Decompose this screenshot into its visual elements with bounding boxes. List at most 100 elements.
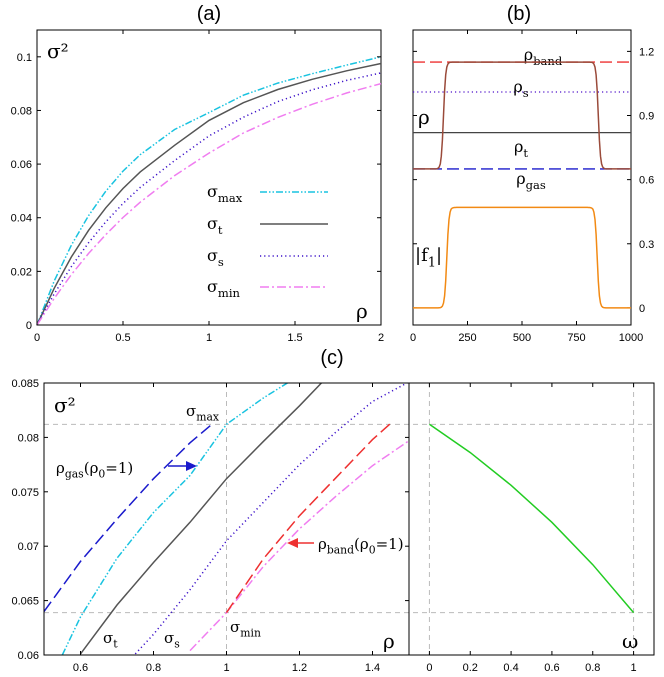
label-rho-gas-sub: gas	[526, 178, 546, 192]
panel-c-xlabel: ρ	[383, 629, 395, 653]
curve-label-s: σs	[164, 629, 180, 651]
panel-a-y-tick-label: 0.1	[17, 52, 32, 64]
panel-c-series-0	[61, 383, 289, 655]
curve-label-t: σt	[103, 629, 118, 651]
label-f1-sub: 1	[428, 255, 436, 270]
label-rho-s-main: ρ	[513, 77, 522, 96]
legend-label-t-main: σ	[207, 214, 218, 233]
panel-a-y-tick-label: 0	[26, 320, 32, 332]
panel-a-x-tick-label: 1.5	[287, 332, 302, 344]
annotation-rho-gas: ρgas(ρ0=1)	[56, 459, 133, 481]
panel-c-right-x-tick-label: 0.4	[503, 662, 518, 674]
legend-label-s-sub: s	[218, 255, 224, 269]
annotation-rho-band-rest: (ρ	[354, 535, 369, 553]
label-rho-gas: ρgas	[516, 169, 546, 192]
panel-c: 0.6 0.8 1 1.2 1.4 0.06 0.065 0.07 0.075 0.08 0.085…	[11, 378, 655, 674]
panel-b-y-tick-label: 0	[639, 303, 645, 315]
panel-a-title: (a)	[197, 3, 221, 25]
panel-a-y-tick-label: 0.08	[11, 105, 32, 117]
series-line-min	[36, 82, 382, 326]
curve-label-t-main: σ	[103, 629, 113, 647]
legend-label-max-main: σ	[207, 182, 218, 201]
label-rho: ρ	[418, 105, 430, 129]
label-rho-t-main: ρ	[514, 137, 523, 156]
series-line-t	[36, 62, 382, 326]
panel-c-y-tick-label: 0.08	[18, 432, 39, 444]
panel-c-omega-label: ω	[622, 629, 638, 653]
label-rho-band: ρband	[524, 45, 563, 68]
label-rho-band-sub: band	[533, 54, 563, 68]
legend-label-s: σs	[207, 246, 224, 269]
series-line-s	[36, 72, 382, 326]
panel-c-left-x-tick-label: 0.8	[146, 662, 161, 674]
panel-a-ylabel: σ²	[47, 39, 69, 63]
panel-a-xlabel: ρ	[356, 299, 368, 323]
annotation-rho-gas-rest: (ρ	[84, 459, 99, 477]
panel-b-y-tick-label: 1.2	[639, 46, 654, 58]
annotation-rho-gas-sub: gas	[65, 468, 84, 481]
curve-label-max: σmax	[186, 402, 219, 424]
panel-a-y-tick-label: 0.04	[11, 213, 32, 225]
curve-label-min: σmin	[230, 618, 261, 640]
panel-c-y-tick-label: 0.07	[18, 541, 39, 553]
annotation-rho-band-sub: band	[327, 544, 354, 557]
panel-c-series-2	[134, 383, 409, 655]
curve-label-t-sub: t	[113, 638, 118, 651]
f1-profile-line	[413, 206, 631, 309]
panel-b-x-tick-label: 750	[567, 332, 585, 344]
panel-c-right-x-tick-label: 0.2	[463, 662, 478, 674]
label-rho-band-main: ρ	[524, 45, 533, 64]
panel-c-right-x-tick-label: 1	[631, 662, 637, 674]
panel-c-left-series	[44, 383, 409, 655]
label-rho-gas-main: ρ	[516, 169, 525, 188]
panel-b-y-tick-label: 0.3	[639, 239, 654, 251]
panel-b-x-tick-label: 250	[458, 332, 476, 344]
panel-c-right-frame	[408, 382, 655, 656]
label-rho-s: ρs	[513, 77, 528, 100]
annotation-rho-band-main: ρ	[318, 535, 327, 553]
curve-label-s-main: σ	[164, 629, 174, 647]
label-rho-s-sub: s	[523, 86, 529, 100]
panel-c-left-x-tick-label: 0.6	[73, 662, 88, 674]
panel-c-left-x-tick-label: 1	[223, 662, 229, 674]
annotation-rho-gas-main: ρ	[56, 459, 65, 477]
label-rho-t: ρt	[514, 137, 528, 160]
panel-b-y-tick-label: 0.6	[639, 175, 654, 187]
annotation-rho-gas-arrowhead	[186, 461, 197, 471]
panel-c-y-tick-label: 0.06	[18, 650, 39, 662]
panel-b-x-tick-label: 500	[513, 332, 531, 344]
panel-c-left-x-tick-label: 1.2	[292, 662, 307, 674]
series-line-max	[36, 56, 382, 326]
annotation-rho-gas-end: =1)	[105, 459, 133, 477]
curve-label-s-sub: s	[174, 638, 180, 651]
curve-label-min-sub: min	[240, 627, 261, 640]
annotation-rho-band: ρband(ρ0=1)	[318, 535, 404, 557]
label-rho-t-sub: t	[523, 146, 528, 160]
panel-c-right-x-tick-label: 0.6	[544, 662, 559, 674]
panel-b-x-tick-label: 1000	[619, 332, 643, 344]
panel-a-x-tick-label: 0.5	[115, 332, 130, 344]
legend-label-t: σt	[207, 214, 223, 237]
legend-label-s-main: σ	[207, 246, 218, 265]
legend-label-max-sub: max	[218, 191, 243, 205]
panel-c-y-tick-label: 0.075	[11, 487, 39, 499]
panel-c-y-tick-label: 0.085	[11, 378, 39, 390]
rho-profile-line	[413, 61, 631, 170]
curve-label-max-main: σ	[186, 402, 196, 420]
legend-label-min-sub: min	[218, 286, 241, 300]
curve-label-min-main: σ	[230, 618, 240, 636]
annotation-rho-band-arrowhead	[287, 538, 298, 548]
annotation-rho-band-end: =1)	[376, 535, 404, 553]
panel-c-series-4	[44, 423, 213, 612]
panel-c-left-x-tick-label: 1.4	[365, 662, 380, 674]
panel-b-title: (b)	[507, 3, 531, 25]
panel-a-y-tick-label: 0.02	[11, 266, 32, 278]
panel-c-series-5	[225, 422, 392, 614]
legend-label-t-sub: t	[218, 223, 223, 237]
omega-curve	[428, 423, 635, 614]
panel-c-y-tick-label: 0.065	[11, 596, 39, 608]
curve-label-max-sub: max	[196, 411, 219, 424]
panel-a-x-tick-label: 2	[378, 332, 384, 344]
panel-a-x-tick-label: 0	[34, 332, 40, 344]
